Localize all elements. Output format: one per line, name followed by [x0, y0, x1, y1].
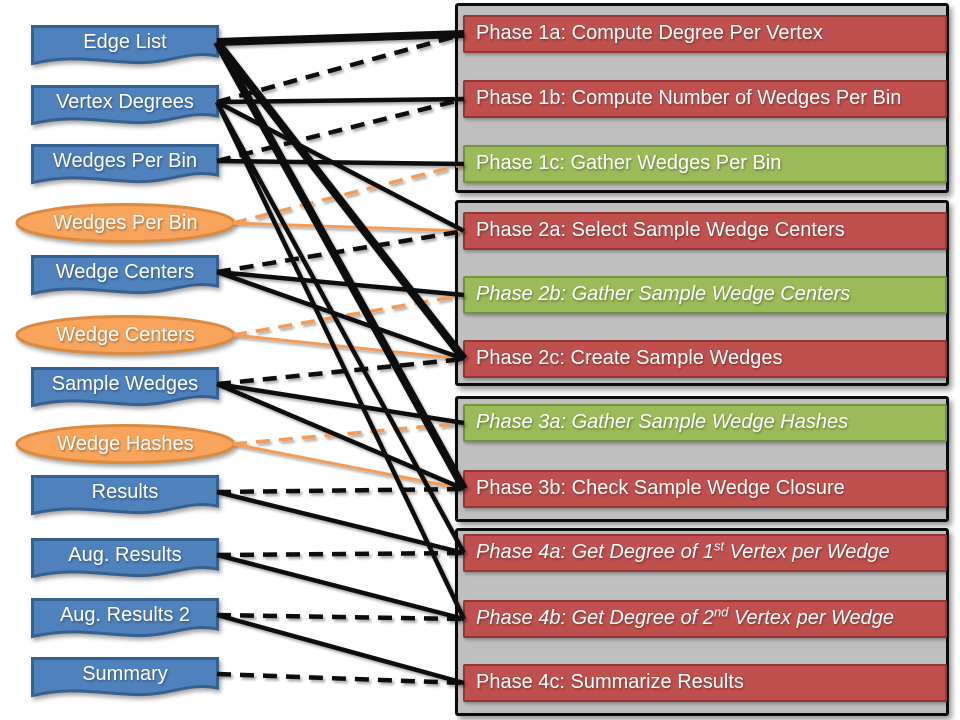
node-label: Wedges Per Bin	[53, 212, 198, 234]
node-results: Results	[30, 474, 220, 522]
document-shape	[31, 367, 219, 408]
connection-wedge-centers-2-p2c	[232, 333, 465, 361]
connection-edge-list-p2c	[213, 39, 468, 362]
phase-p1b: Phase 1b: Compute Number of Wedges Per B…	[463, 80, 947, 118]
document-shape	[31, 538, 219, 579]
connection-vertex-degrees-p4a	[215, 100, 466, 555]
phase-label: Phase 4a: Get Degree of 1	[476, 541, 714, 563]
connection-results-p3b	[216, 486, 465, 495]
phase-label: Phase 4b: Get Degree of 2	[476, 607, 714, 629]
connection-vertex-degrees-p1a	[216, 31, 465, 105]
connection-sample-wedges-p3b	[216, 381, 465, 492]
phase-label-superscript: nd	[713, 604, 729, 620]
node-aug-results: Aug. Results	[30, 537, 220, 585]
phase-label: Phase 1c: Gather Wedges Per Bin	[476, 152, 782, 174]
connection-edge-list-p3b	[213, 40, 468, 491]
phase-label: Phase 2b: Gather Sample Wedge Centers	[476, 283, 851, 305]
connection-sample-wedges-p2c	[216, 356, 465, 387]
phase-p4b: Phase 4b: Get Degree of 2nd Vertex per W…	[463, 600, 947, 638]
phase-p4c: Phase 4c: Summarize Results	[463, 664, 947, 702]
node-label: Edge List	[83, 31, 167, 53]
phase-p3b: Phase 3b: Check Sample Wedge Closure	[463, 470, 947, 508]
phase-label-suffix: Vertex per Wedge	[728, 607, 895, 629]
connection-wedge-centers-p2c	[216, 269, 465, 362]
document-shape	[31, 598, 219, 639]
node-wedges-per-bin: Wedges Per Bin	[30, 143, 220, 191]
node-wedges-per-bin-2: Wedges Per Bin	[14, 202, 237, 244]
node-sample-wedges: Sample Wedges	[30, 366, 220, 414]
connection-aug-results-2-p4c	[216, 612, 465, 686]
phase-p1c: Phase 1c: Gather Wedges Per Bin	[463, 145, 947, 183]
connection-wedges-per-bin-2-p1c	[232, 162, 465, 225]
node-label: Summary	[82, 663, 168, 685]
node-summary: Summary	[30, 656, 220, 704]
connection-wedge-centers-p2a	[216, 228, 465, 275]
phase-p2b: Phase 2b: Gather Sample Wedge Centers	[463, 276, 947, 314]
phase-label: Phase 2c: Create Sample Wedges	[476, 347, 783, 369]
phase-label-superscript: st	[713, 538, 725, 554]
connection-aug-results-p4b	[216, 552, 465, 622]
node-label: Results	[91, 481, 159, 503]
connection-wedge-hashes-p3b	[232, 442, 465, 491]
node-wedge-hashes: Wedge Hashes	[14, 423, 237, 465]
connection-sample-wedges-p3a	[216, 381, 465, 426]
connection-wedges-per-bin-p1b	[216, 96, 465, 164]
node-label: Vertex Degrees	[56, 91, 194, 113]
phase-p4a: Phase 4a: Get Degree of 1st Vertex per W…	[463, 534, 947, 572]
node-wedge-centers-2: Wedge Centers	[14, 314, 237, 356]
document-shape	[31, 475, 219, 516]
phase-p1a: Phase 1a: Compute Degree Per Vertex	[463, 15, 947, 53]
phase-label: Phase 1a: Compute Degree Per Vertex	[476, 22, 823, 44]
connection-aug-results-p4a	[216, 550, 465, 558]
phase-label-suffix: Vertex per Wedge	[724, 541, 890, 563]
connection-edge-list-p1a	[216, 30, 465, 46]
connection-summary-p4c	[216, 671, 465, 686]
connection-wedge-centers-2-p2b	[232, 293, 465, 337]
connection-wedges-per-bin-2-p2a	[232, 221, 465, 233]
connection-aug-results-2-p4b	[216, 612, 465, 622]
document-shape	[31, 255, 219, 296]
node-label: Sample Wedges	[51, 373, 199, 395]
node-wedge-centers: Wedge Centers	[30, 254, 220, 302]
node-label: Aug. Results	[68, 544, 182, 566]
phase-p2c: Phase 2c: Create Sample Wedges	[463, 340, 947, 378]
node-label: Aug. Results 2	[59, 604, 191, 626]
node-label: Wedge Centers	[56, 324, 195, 346]
phase-label: Phase 3b: Check Sample Wedge Closure	[476, 477, 845, 499]
document-shape	[31, 144, 219, 185]
phase-p3a: Phase 3a: Gather Sample Wedge Hashes	[463, 404, 947, 442]
phase-label: Phase 3a: Gather Sample Wedge Hashes	[476, 411, 849, 433]
node-vertex-degrees: Vertex Degrees	[30, 84, 220, 132]
phase-label: Phase 1b: Compute Number of Wedges Per B…	[476, 87, 902, 109]
connection-vertex-degrees-p1b	[216, 96, 465, 105]
connection-vertex-degrees-p4b	[214, 101, 467, 620]
connection-results-p4a	[216, 489, 465, 556]
node-label: Wedge Hashes	[57, 433, 194, 455]
node-label: Wedges Per Bin	[52, 150, 198, 172]
document-shape	[31, 657, 219, 698]
connection-wedge-hashes-p3a	[232, 421, 465, 446]
connection-wedge-centers-p2b	[216, 269, 465, 298]
phase-p2a: Phase 2a: Select Sample Wedge Centers	[463, 212, 947, 250]
node-aug-results-2: Aug. Results 2	[30, 597, 220, 645]
phase-label: Phase 2a: Select Sample Wedge Centers	[476, 219, 845, 241]
connection-wedges-per-bin-p1c	[216, 158, 465, 167]
node-label: Wedge Centers	[55, 261, 195, 283]
node-edge-list: Edge List	[30, 24, 220, 72]
connection-vertex-degrees-p2a	[215, 100, 466, 233]
document-shape	[31, 85, 219, 126]
document-shape	[31, 25, 219, 66]
phase-label: Phase 4c: Summarize Results	[476, 671, 744, 693]
